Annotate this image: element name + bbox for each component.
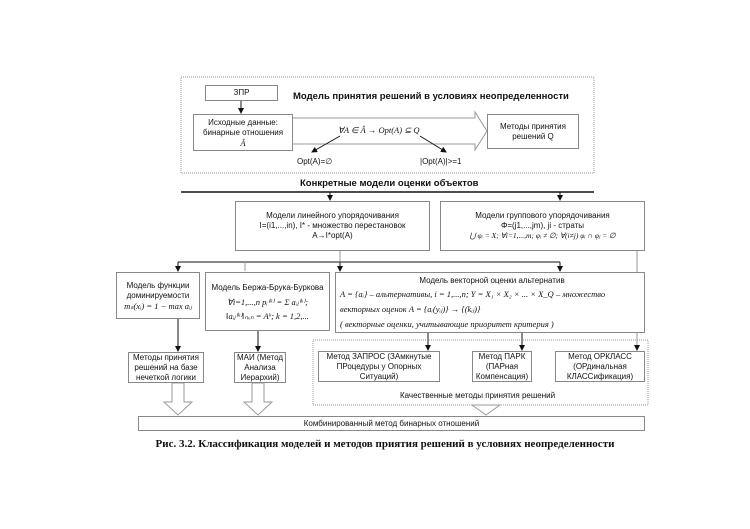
uncertainty-model-frame: [180, 76, 595, 174]
methods-line: Методы принятия: [500, 121, 566, 131]
text-line: Модель Бержа-Брука-Буркова: [211, 282, 324, 292]
text-line: Иерархий): [240, 372, 280, 382]
text-line: нечеткой логики: [136, 372, 196, 382]
section-title: Конкретные модели оценки объектов: [300, 178, 479, 189]
text-line: Φ=(j1,...,jm), ji - страты: [500, 221, 585, 230]
model-title: Модель принятия решений в условиях неопр…: [293, 91, 569, 102]
text-line: Компенсация): [475, 371, 529, 381]
text-line: A→I*opt(A): [312, 231, 353, 240]
text-line: Модель векторной оценки альтернатив: [419, 276, 565, 285]
text-line: Метод ЗАПРОС (ЗАмкнутые: [326, 351, 432, 361]
text-line: ПРоцедуры у Опорных: [336, 361, 422, 371]
text-line: Ситуаций): [359, 371, 399, 381]
decision-maker-box: ЗПР: [205, 85, 278, 101]
combined-method-box: Комбинированный метод бинарных отношений: [138, 416, 645, 431]
text-line: Модели линейного упорядочивания: [266, 211, 399, 220]
text-line: Метод ПАРК: [478, 351, 526, 361]
text-line: Комбинированный метод бинарных отношений: [303, 418, 480, 428]
formula: mₛ(xᵢ) = 1 − max aᵢⱼ: [124, 300, 192, 311]
text-line: доминируемости: [126, 290, 190, 300]
vector-evaluation-box: Модель векторной оценки альтернатив A = {…: [335, 272, 645, 333]
text-line: Модели группового упорядочивания: [475, 211, 610, 220]
text-line: I=(i1,...,in), I* - множество перестанов…: [259, 221, 406, 230]
text-line: (ПАРная: [485, 361, 519, 371]
formula: векторных оценок A = {aᵢ(yᵢⱼ)} → {(kᵢⱼ)}: [340, 304, 481, 314]
text-line: КЛАССификация): [566, 371, 634, 381]
formula: ⋃ φᵢ = X; ∀i=1,...,m; φᵢ ≠ ∅; ∀(i≠j) φᵢ …: [469, 231, 616, 240]
text-line: Методы принятия: [133, 352, 199, 362]
opt-empty-label: Opt(A)=∅: [297, 157, 333, 166]
source-line: бинарные отношения: [202, 127, 284, 137]
methods-line: решений Q: [512, 131, 554, 141]
source-var: Â: [240, 137, 246, 148]
text-line: Анализа: [244, 362, 276, 372]
optimality-formula: ∀A ∈ Â → Opt(A) ⊆ Q: [338, 125, 420, 135]
text-line: решений на базе: [134, 362, 198, 372]
text-line: (ОРдинальная: [573, 361, 627, 371]
text-line: Метод ОРКЛАСС: [568, 351, 632, 361]
dm-label: ЗПР: [233, 88, 250, 97]
figure-caption: Рис. 3.2. Классификация моделей и методо…: [155, 438, 615, 450]
qualitative-methods-label: Качественные методы принятия решений: [400, 391, 556, 400]
berge-brook-burkov-box: Модель Бержа-Брука-Буркова ∀i=1,...,n pᵢ⁽…: [205, 272, 330, 331]
opt-nonempty-label: |Opt(A)|>=1: [420, 157, 462, 166]
formula: ( векторные оценки, учитывающие приорите…: [340, 319, 554, 329]
formula: ‖aᵢⱼ⁽ᵏ⁾‖ₙₓₙ = Aᵏ; k = 1,2,...: [226, 310, 309, 321]
formula: ∀i=1,...,n pᵢ⁽ᵏ⁾ = Σ aᵢⱼ⁽ᵏ⁾;: [227, 296, 308, 307]
source-line: Исходные данные:: [208, 117, 278, 127]
formula: A = {aᵢ} – альтернативы, i = 1,...,n; Y …: [340, 289, 606, 299]
text-line: МАИ (Метод: [236, 352, 284, 362]
text-line: Модель функции: [126, 280, 190, 290]
